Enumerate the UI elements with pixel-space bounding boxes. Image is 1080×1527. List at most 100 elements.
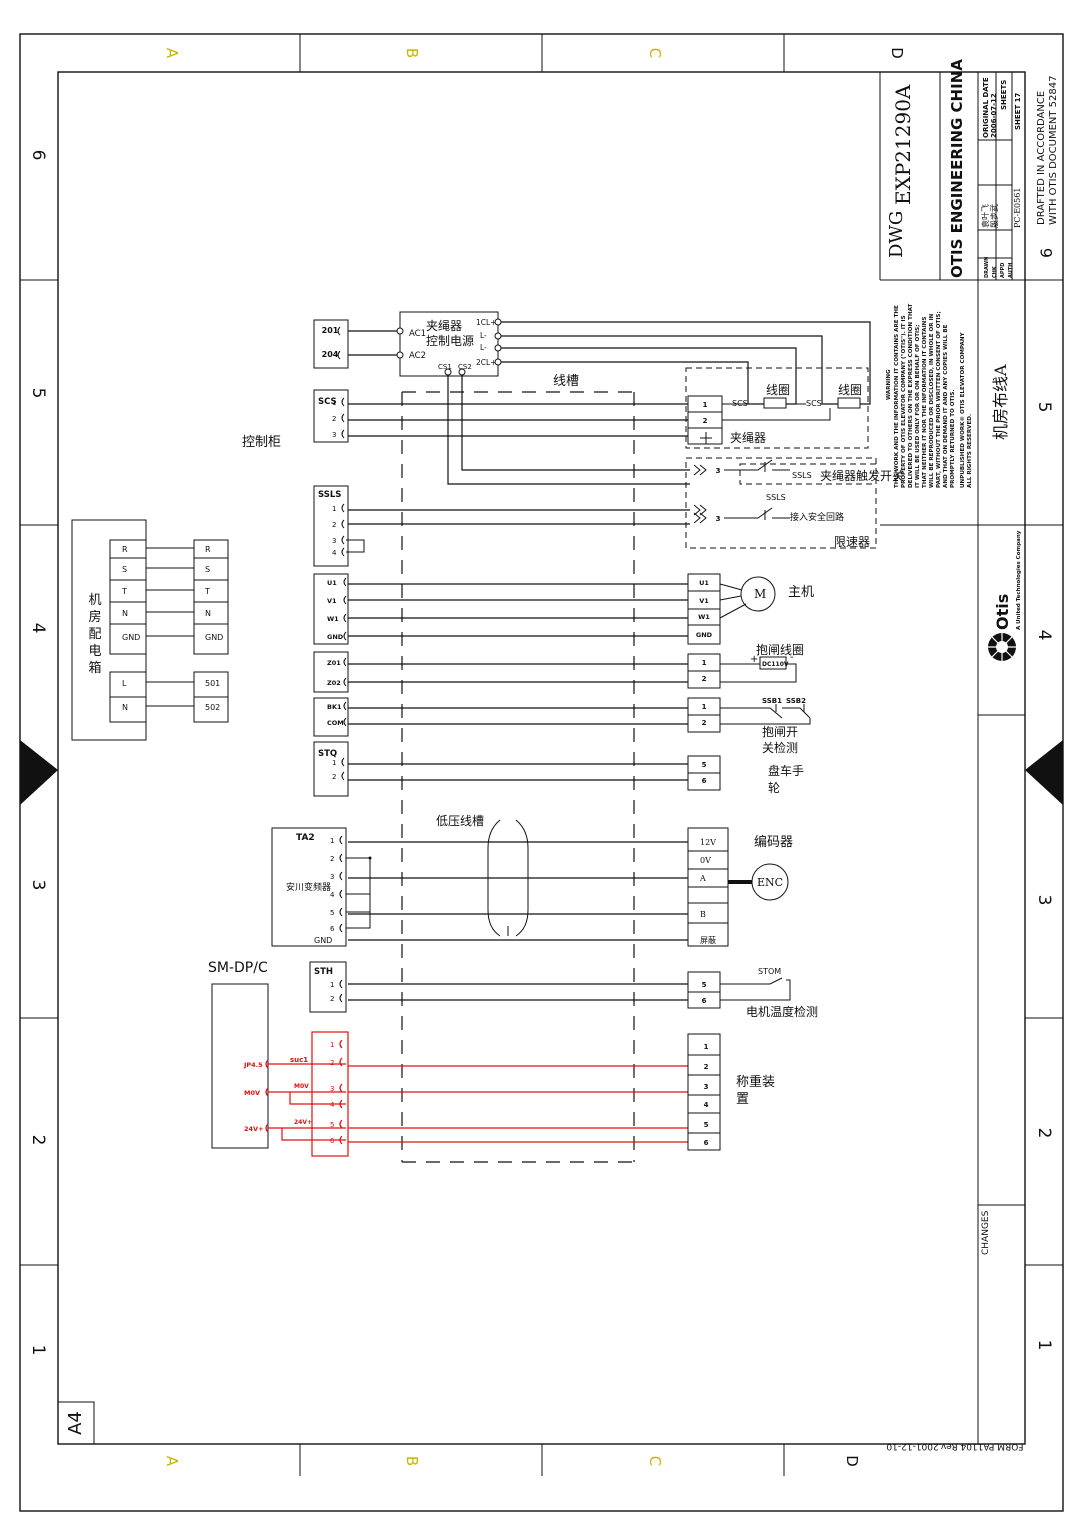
load-wire-suc1: suc1 — [290, 1056, 308, 1064]
weighing-label-1: 称重装 — [736, 1074, 775, 1090]
ta2-pin: 5 — [330, 909, 334, 917]
encoder-symbol-text: ENC — [757, 876, 783, 889]
load-pin: 1 — [330, 1041, 334, 1049]
terminal-circle — [444, 368, 452, 376]
ssls-field-2: SSLS — [766, 493, 786, 502]
bk-pin: COM — [327, 719, 344, 727]
panel-term-right: 502 — [205, 703, 220, 712]
ps-cs2: CS2 — [458, 363, 472, 371]
chk-label: CHK — [992, 265, 998, 278]
stq-pin: 1 — [332, 759, 336, 767]
center-mark-left-bottom — [20, 770, 58, 805]
bk-socket — [343, 701, 347, 711]
motor-symbol — [740, 576, 776, 612]
coil-2 — [837, 397, 861, 409]
title-block — [879, 72, 1025, 1444]
size-mark: A4 — [65, 1411, 86, 1435]
ta2-pin-socket — [339, 835, 343, 845]
brake-coil-label: 抱闸线圈 — [756, 642, 804, 657]
connector-scs-label: SCS — [318, 397, 337, 407]
field-temp-term: 6 — [702, 997, 707, 1005]
field-scs-2: SCS — [806, 399, 822, 408]
motor-socket — [343, 595, 347, 605]
panel-title-char-4: 电 — [88, 644, 101, 659]
zone-col-top-a: A — [163, 48, 181, 59]
socket-204 — [337, 350, 341, 360]
panel-term-right: R — [205, 545, 211, 554]
brake-plus: + — [750, 654, 758, 665]
inverter-label: 安川变频器 — [286, 881, 331, 893]
sth-pin-socket — [339, 993, 343, 1003]
terminal-circle — [396, 351, 404, 359]
connector-sth — [309, 961, 347, 1013]
motor-symbol-text: M — [754, 587, 766, 601]
zone-row-5: 5 — [28, 388, 48, 399]
field-brake-switch-term: 1 — [702, 703, 707, 711]
field-motor-term: GND — [696, 631, 713, 639]
motor-socket — [343, 577, 347, 587]
dwg-label: DWG — [886, 211, 907, 258]
appd-label: APPD — [1000, 263, 1006, 278]
panel-title-char-5: 箱 — [88, 660, 101, 676]
field-temp-term: 5 — [702, 981, 707, 989]
panel-title-char-3: 配 — [88, 627, 101, 642]
warning-line-3: DELIVERED TO OTHERS ON THE EXPRESS CONDI… — [908, 303, 914, 488]
temp-contact — [720, 977, 791, 1001]
warning-line-4: IT WILL BE USED ONLY FOR OR ON BEHALF OF… — [915, 325, 921, 488]
zone-col-top-c: C — [646, 48, 664, 58]
panel-term-right: N — [205, 609, 211, 618]
panel-term-left: R — [122, 545, 128, 554]
low-voltage-label: 低压线槽 — [436, 814, 484, 828]
brake-coil-symbol — [759, 656, 787, 670]
zone-row-4: 4 — [28, 623, 48, 634]
field-weighing-term: 2 — [704, 1063, 709, 1071]
panel-term-right: 501 — [205, 679, 220, 688]
governor-box — [685, 457, 877, 549]
connector-201-204 — [313, 319, 349, 369]
otis-logo-text: Otis — [993, 594, 1012, 630]
panel-term-left: GND — [122, 633, 140, 642]
ta2-pin: 6 — [330, 925, 335, 933]
controller-label: 控制柜 — [242, 435, 281, 450]
motor-pin: V1 — [327, 597, 337, 605]
ssls-pin-socket — [341, 547, 345, 557]
drawing-title: 机房布线A — [991, 364, 1010, 440]
connector-ssls-label: SSLS — [318, 490, 341, 500]
panel-title-char-1: 机 — [88, 593, 101, 608]
panel-term-right: GND — [205, 633, 223, 642]
ssls-contact — [724, 507, 790, 520]
ta2-junction — [368, 856, 372, 860]
load-pin-socket — [339, 1057, 343, 1067]
wire — [461, 376, 690, 471]
connector-ssls — [313, 485, 349, 567]
ps-cs1: CS1 — [438, 363, 452, 371]
scs-pin-socket — [341, 397, 345, 407]
terminal-circle — [494, 332, 502, 340]
connector-load-weighing — [311, 1031, 349, 1157]
ps-ac2: AC2 — [409, 351, 426, 361]
scs-pin: 2 — [332, 415, 336, 423]
sth-pin-socket — [339, 979, 343, 989]
ps-ac1: AC1 — [409, 329, 426, 339]
connector-motor — [313, 573, 349, 645]
stq-pin-socket — [341, 757, 345, 767]
ssb2-label: SSB2 — [786, 697, 806, 705]
coil-1 — [763, 397, 787, 409]
sheet-digit: 6 — [1037, 248, 1056, 258]
center-mark-left-top — [20, 740, 58, 770]
connector-brake-coil — [313, 651, 349, 693]
brake-switch-contacts — [720, 704, 811, 725]
center-mark-right-bottom — [1025, 770, 1063, 805]
zone-col-top-d: D — [888, 47, 906, 59]
zone-col-top-b: B — [403, 48, 421, 58]
field-weighing-term: 5 — [704, 1121, 709, 1129]
ps-1cl: 1CL+ — [476, 318, 496, 327]
smdp-module — [211, 983, 269, 1149]
terminal-circle — [494, 344, 502, 352]
zone-col-bottom-b: B — [403, 1456, 421, 1466]
field-encoder-term: 屏蔽 — [700, 935, 716, 945]
ta2-pin-socket — [339, 871, 343, 881]
sth-pin: 1 — [330, 981, 334, 989]
warning-title: WARNING — [886, 369, 892, 400]
ssls-field-1: SSLS — [792, 471, 812, 480]
